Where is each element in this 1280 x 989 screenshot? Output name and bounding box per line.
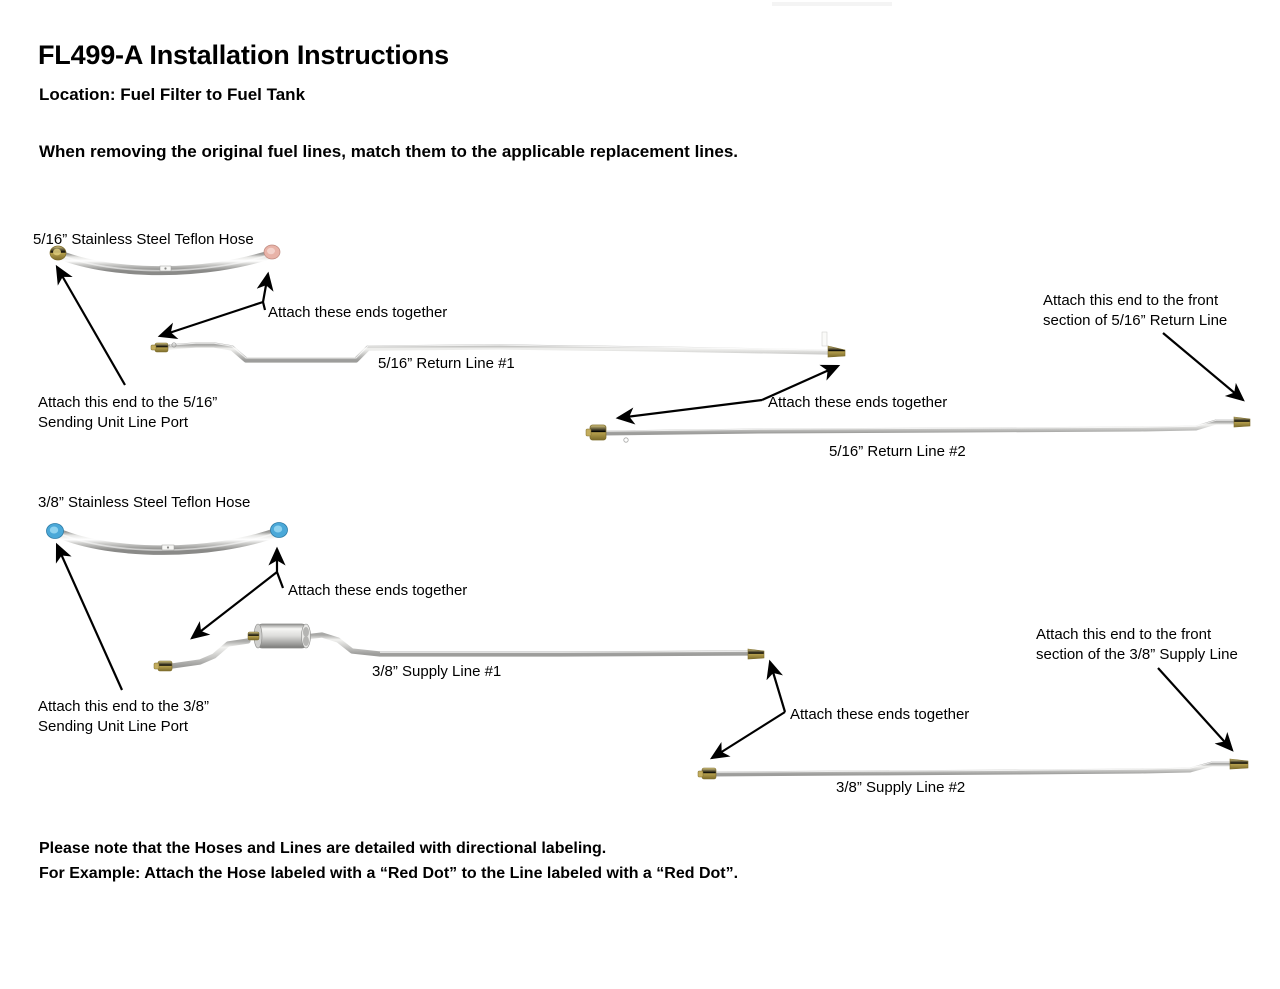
arrow-sending-unit-38 bbox=[55, 542, 124, 691]
return-line-2-graphic bbox=[585, 416, 1251, 443]
arrow-sending-unit-516 bbox=[55, 264, 126, 386]
arrow-attach-38-to-line bbox=[190, 571, 278, 640]
part-label-supply-line-1: 3/8” Supply Line #1 bbox=[372, 663, 502, 680]
return-line-1-end-right bbox=[821, 331, 846, 358]
hose-label-516: 5/16” Stainless Steel Teflon Hose bbox=[33, 231, 254, 248]
arrow-attach-516-lines-lower bbox=[615, 398, 763, 425]
return-line-2-end-right bbox=[1233, 416, 1251, 428]
supply-line-1-end-right bbox=[747, 648, 765, 660]
hose-label-38: 3/8” Stainless Steel Teflon Hose bbox=[38, 494, 251, 511]
callout-attach-ends-516-lines: Attach these ends together bbox=[768, 394, 948, 411]
hose-516-end-right bbox=[263, 244, 281, 260]
arrow-attach-38-to-hose bbox=[268, 546, 286, 589]
part-label-supply-line-2: 3/8” Supply Line #2 bbox=[836, 779, 966, 796]
part-label-return-line-1: 5/16” Return Line #1 bbox=[378, 355, 515, 372]
supply-line-1-end-left bbox=[153, 660, 173, 672]
footer-note: Please note that the Hoses and Lines are… bbox=[39, 840, 739, 882]
page-title: FL499-A Installation Instructions bbox=[38, 40, 449, 70]
location-line: Location: Fuel Filter to Fuel Tank bbox=[39, 85, 306, 104]
callout-front-section-38: Attach this end to the front section of … bbox=[1036, 626, 1238, 663]
arrow-attach-38-lines-upper bbox=[766, 659, 787, 713]
hose-38-graphic bbox=[46, 522, 288, 555]
instruction-line: When removing the original fuel lines, m… bbox=[39, 142, 739, 161]
hose-38-end-left bbox=[46, 523, 64, 539]
callout-front-section-516: Attach this end to the front section of … bbox=[1043, 292, 1228, 329]
callout-attach-ends-38-lines: Attach these ends together bbox=[790, 706, 970, 723]
scan-artifact bbox=[772, 2, 892, 6]
callout-attach-ends-38-hose: Attach these ends together bbox=[288, 582, 468, 599]
callout-sending-unit-516: Attach this end to the 5/16” Sending Uni… bbox=[38, 394, 218, 431]
hose-516-end-left bbox=[49, 245, 67, 261]
supply-line-2-graphic bbox=[697, 758, 1249, 780]
supply-line-2-end-right bbox=[1229, 758, 1249, 770]
fuel-filter-canister bbox=[247, 623, 311, 649]
arrow-front-section-38 bbox=[1157, 667, 1234, 752]
callout-sending-unit-38: Attach this end to the 3/8” Sending Unit… bbox=[38, 698, 209, 735]
return-line-2-end-left bbox=[585, 424, 629, 443]
arrow-attach-516-to-line bbox=[157, 300, 264, 339]
callout-attach-ends-516-hose: Attach these ends together bbox=[268, 304, 448, 321]
hose-516-graphic bbox=[49, 244, 281, 276]
supply-line-2-end-left bbox=[697, 767, 717, 780]
arrow-front-section-516 bbox=[1162, 332, 1245, 402]
hose-38-end-right bbox=[270, 522, 288, 538]
part-label-return-line-2: 5/16” Return Line #2 bbox=[829, 443, 966, 460]
arrow-attach-38-lines-lower bbox=[709, 711, 786, 760]
return-line-1-end-left bbox=[150, 342, 177, 353]
